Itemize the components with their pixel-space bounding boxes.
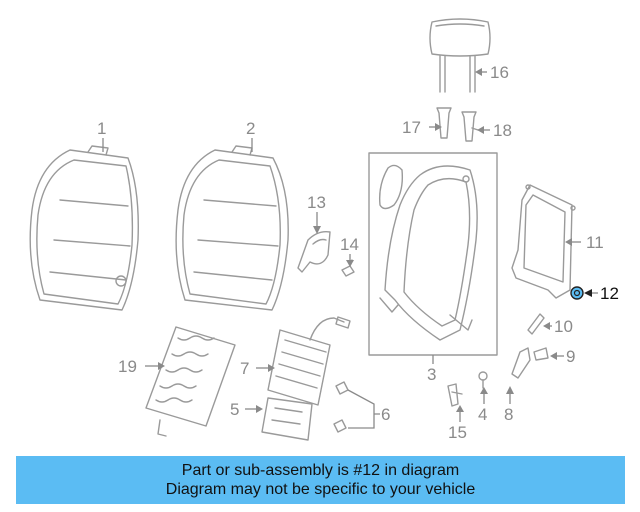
back-panel-part-11 bbox=[511, 184, 576, 299]
info-banner: Part or sub-assembly is #12 in diagram D… bbox=[16, 456, 625, 504]
clip-part-12-highlighted bbox=[570, 286, 584, 300]
lever-part-8 bbox=[511, 347, 531, 379]
callout-5: 5 bbox=[230, 400, 239, 419]
clip-part-9 bbox=[533, 347, 549, 361]
callout-6: 6 bbox=[381, 405, 390, 424]
leader-lines bbox=[102, 68, 598, 429]
headrest-guide-part-17 bbox=[436, 107, 452, 139]
seat-back-cushion-part-1 bbox=[29, 145, 139, 311]
callout-7: 7 bbox=[240, 359, 249, 378]
callout-4: 4 bbox=[478, 405, 487, 424]
callout-18: 18 bbox=[493, 121, 512, 140]
strap-part-10 bbox=[527, 313, 545, 335]
bolt-part-4 bbox=[478, 371, 488, 389]
callout-12: 12 bbox=[600, 284, 619, 303]
callout-3: 3 bbox=[427, 365, 436, 384]
headrest-part-16 bbox=[429, 18, 491, 93]
callout-16: 16 bbox=[490, 63, 509, 82]
callout-15: 15 bbox=[448, 423, 467, 442]
parts-diagram: 1 2 3 4 5 6 7 8 9 10 11 12 13 14 15 16 1… bbox=[29, 18, 619, 442]
callout-14: 14 bbox=[340, 235, 359, 254]
callout-9: 9 bbox=[566, 347, 575, 366]
banner-line-2: Diagram may not be specific to your vehi… bbox=[165, 481, 476, 498]
callout-11: 11 bbox=[586, 233, 604, 252]
callout-19: 19 bbox=[118, 357, 137, 376]
fasteners-part-6 bbox=[333, 381, 349, 433]
lumbar-support-part-7 bbox=[267, 316, 351, 406]
callout-2: 2 bbox=[246, 119, 255, 138]
bracket-part-5 bbox=[261, 397, 313, 441]
seat-back-cover-part-2 bbox=[175, 145, 289, 311]
side-trim-part-13 bbox=[297, 230, 331, 273]
banner-line-1: Part or sub-assembly is #12 in diagram bbox=[181, 462, 460, 479]
callout-10: 10 bbox=[554, 317, 573, 336]
callout-13: 13 bbox=[307, 193, 326, 212]
headrest-guide-part-18 bbox=[461, 111, 479, 142]
hook-part-15 bbox=[447, 383, 463, 407]
callout-17: 17 bbox=[402, 118, 421, 137]
callout-8: 8 bbox=[504, 405, 513, 424]
callout-1: 1 bbox=[97, 119, 106, 138]
seat-back-frame-part-3 bbox=[368, 152, 498, 356]
heater-pad-part-19 bbox=[145, 326, 236, 437]
